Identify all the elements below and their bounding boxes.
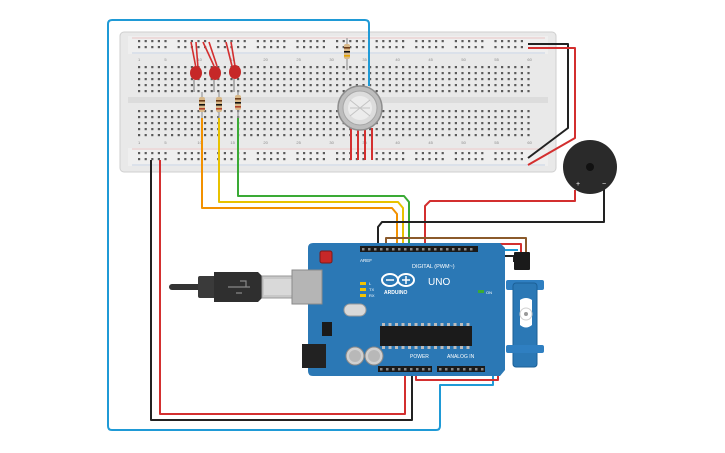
breadboard-column-label: 60	[527, 140, 532, 145]
resistor-1[interactable]	[199, 92, 205, 118]
usb-icon	[228, 280, 250, 294]
breadboard-column-label: 20	[263, 57, 268, 62]
breadboard-column-label: 50	[461, 57, 466, 62]
breadboard-column-label: 5	[164, 57, 167, 62]
red-led-2[interactable]	[202, 41, 221, 92]
arduino-uno-board[interactable]: DIGITAL (PWM~) AREF ARDUINO UNO L TX RX …	[291, 243, 505, 376]
breadboard-column-label: 40	[395, 57, 400, 62]
arduino-logo-icon	[381, 273, 415, 287]
wire-black-rail	[527, 43, 569, 159]
breadboard-column-label: 1	[138, 140, 141, 145]
breadboard-column-label: 55	[494, 57, 499, 62]
wire-orange	[201, 118, 398, 247]
buzzer-minus-label: −	[602, 181, 606, 188]
wire-black-gnd	[150, 160, 413, 421]
brand-label: ARDUINO	[384, 290, 407, 296]
breadboard-column-label: 15	[230, 140, 235, 145]
breadboard-column-label: 15	[230, 57, 235, 62]
breadboard-column-label: 10	[197, 57, 202, 62]
breadboard-holes	[138, 40, 530, 161]
piezo-buzzer[interactable]: + −	[563, 140, 617, 196]
atmega-chip	[380, 326, 472, 346]
led-l-label: L	[369, 281, 372, 286]
led-tx-label: TX	[369, 287, 374, 292]
wire-black-buzzer	[377, 182, 605, 247]
resistor-4[interactable]	[344, 38, 350, 70]
wire-red-buzzer	[424, 196, 576, 247]
resistor-3[interactable]	[235, 90, 241, 118]
wire-red-rail	[527, 47, 576, 166]
breadboard-column-label: 45	[428, 57, 433, 62]
buzzer-plus-label: +	[576, 181, 580, 188]
micro-servo[interactable]	[506, 252, 544, 368]
wire-red-5v	[159, 160, 406, 415]
breadboard-column-label: 10	[197, 140, 202, 145]
gas-sensor[interactable]	[337, 85, 383, 131]
analog-header-label: ANALOG IN	[447, 354, 475, 360]
digital-header-label: DIGITAL (PWM~)	[412, 264, 455, 270]
aref-label: AREF	[360, 258, 372, 263]
breadboard-column-label: 35	[362, 57, 367, 62]
breadboard-column-label: 1	[138, 57, 141, 62]
breadboard-column-label: 25	[296, 57, 301, 62]
header-pins	[362, 248, 484, 371]
breadboard-column-label: 25	[296, 140, 301, 145]
breadboard-column-label: 30	[329, 140, 334, 145]
wire-blue	[107, 19, 518, 431]
on-label: ON	[486, 290, 492, 295]
status-leds: L TX RX ON	[360, 281, 492, 298]
breadboard[interactable]: 1155101015152020252530303535404045455050…	[119, 31, 557, 173]
wire-brown-servo	[385, 237, 527, 255]
resistor-2[interactable]	[216, 92, 222, 118]
breadboard-column-label: 20	[263, 140, 268, 145]
breadboard-column-label: 30	[329, 57, 334, 62]
reset-button[interactable]	[319, 250, 333, 264]
wire-green	[237, 118, 410, 247]
led-rx-label: RX	[369, 293, 375, 298]
chip-pins	[382, 323, 470, 349]
resistor-group[interactable]	[199, 38, 350, 118]
red-led-1[interactable]	[190, 41, 202, 92]
breadboard-column-label: 50	[461, 140, 466, 145]
breadboard-column-label: 5	[164, 140, 167, 145]
led-group[interactable]	[190, 41, 241, 92]
breadboard-column-label: 60	[527, 57, 532, 62]
red-led-3[interactable]	[225, 41, 241, 92]
breadboard-column-label: 40	[395, 140, 400, 145]
breadboard-column-label: 45	[428, 140, 433, 145]
model-label: UNO	[428, 277, 450, 288]
usb-cable[interactable]	[169, 272, 297, 302]
breadboard-column-label: 55	[494, 140, 499, 145]
power-header-label: POWER	[410, 354, 429, 360]
